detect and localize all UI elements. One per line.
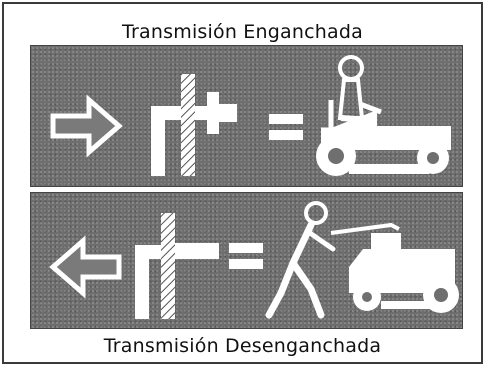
rider-on-tractor-icon: [316, 55, 451, 176]
arrow-left-icon: [49, 235, 122, 299]
arrow-right-icon: [50, 94, 123, 158]
equals-icon: [269, 114, 303, 140]
diagram-frame: Transmisión Enganchada: [2, 2, 483, 364]
disengaged-caption: Transmisión Desenganchada: [103, 335, 382, 357]
equals-icon: [229, 243, 263, 269]
engaged-panel: [30, 45, 463, 187]
gear-disengaged-icon: [135, 213, 219, 319]
engaged-caption: Transmisión Enganchada: [122, 21, 363, 43]
person-pushing-tractor-icon: [265, 201, 459, 319]
disengaged-panel: [30, 192, 463, 329]
gear-engaged-icon: [151, 74, 237, 176]
